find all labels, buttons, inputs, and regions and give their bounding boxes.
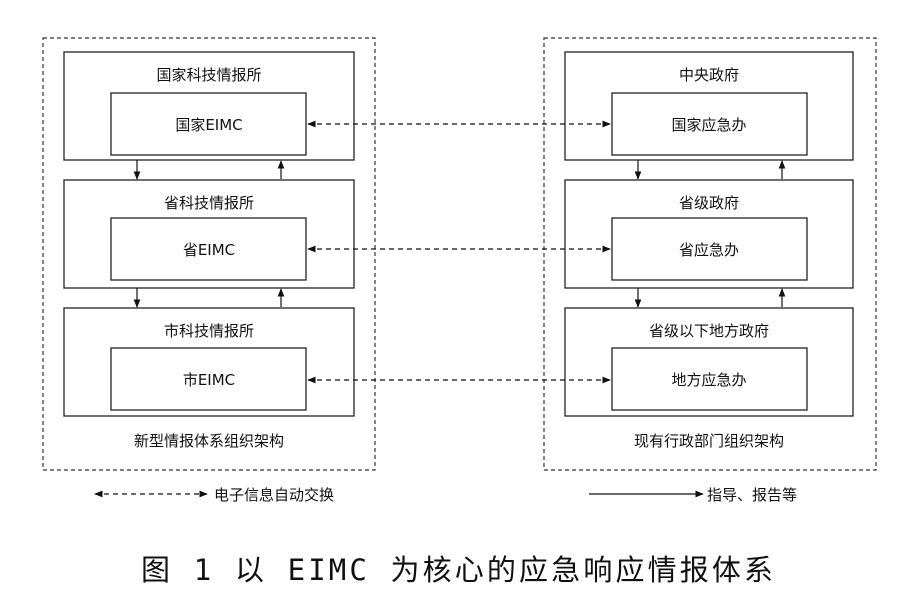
right-group-title: 现有行政部门组织架构 <box>634 432 784 450</box>
left-level-3-inner-box <box>110 347 307 411</box>
left-level-2-eimc: 省EIMC <box>183 241 235 259</box>
left-level-1-eimc: 国家EIMC <box>175 116 242 134</box>
legend-dashed-label: 电子信息自动交换 <box>214 486 334 504</box>
left-level-1-inner-box <box>110 92 307 156</box>
right-level-2-inner-box <box>611 217 808 281</box>
right-level-1-box <box>564 51 854 161</box>
left-group-title: 新型情报体系组织架构 <box>134 432 284 450</box>
right-group-border <box>543 37 877 471</box>
left-level-1-title: 国家科技情报所 <box>156 66 261 84</box>
left-level-2-inner-box <box>110 217 307 281</box>
right-level-1-office: 国家应急办 <box>671 116 746 134</box>
right-architecture: 中央政府 国家应急办 省级政府 省应急办 省级以下地方政府 地方应急办 现有行政… <box>543 37 877 471</box>
left-level-3-eimc: 市EIMC <box>183 371 235 389</box>
left-level-1-box <box>63 51 355 161</box>
right-level-2-office: 省应急办 <box>679 241 739 259</box>
left-architecture: 国家科技情报所 国家EIMC 省科技情报所 省EIMC 市科技情报所 市EIMC… <box>42 37 376 471</box>
right-level-3-box <box>564 307 854 417</box>
legend-solid-label: 指导、报告等 <box>707 486 797 504</box>
right-level-2-title: 省级政府 <box>679 194 739 212</box>
right-level-2-box <box>564 179 854 289</box>
left-level-3-title: 市科技情报所 <box>164 322 254 340</box>
left-level-3-box <box>63 307 355 417</box>
right-level-1-title: 中央政府 <box>679 66 739 84</box>
left-level-2-title: 省科技情报所 <box>164 194 254 212</box>
right-level-3-inner-box <box>611 347 808 411</box>
left-level-2-box <box>63 179 355 289</box>
right-level-1-inner-box <box>611 92 808 156</box>
right-level-3-office: 地方应急办 <box>671 371 746 389</box>
left-group-border <box>42 37 376 471</box>
figure-caption: 图 1 以 EIMC 为核心的应急响应情报体系 <box>141 553 773 587</box>
right-level-3-title: 省级以下地方政府 <box>649 322 769 340</box>
legend: 电子信息自动交换 指导、报告等 <box>94 486 797 504</box>
